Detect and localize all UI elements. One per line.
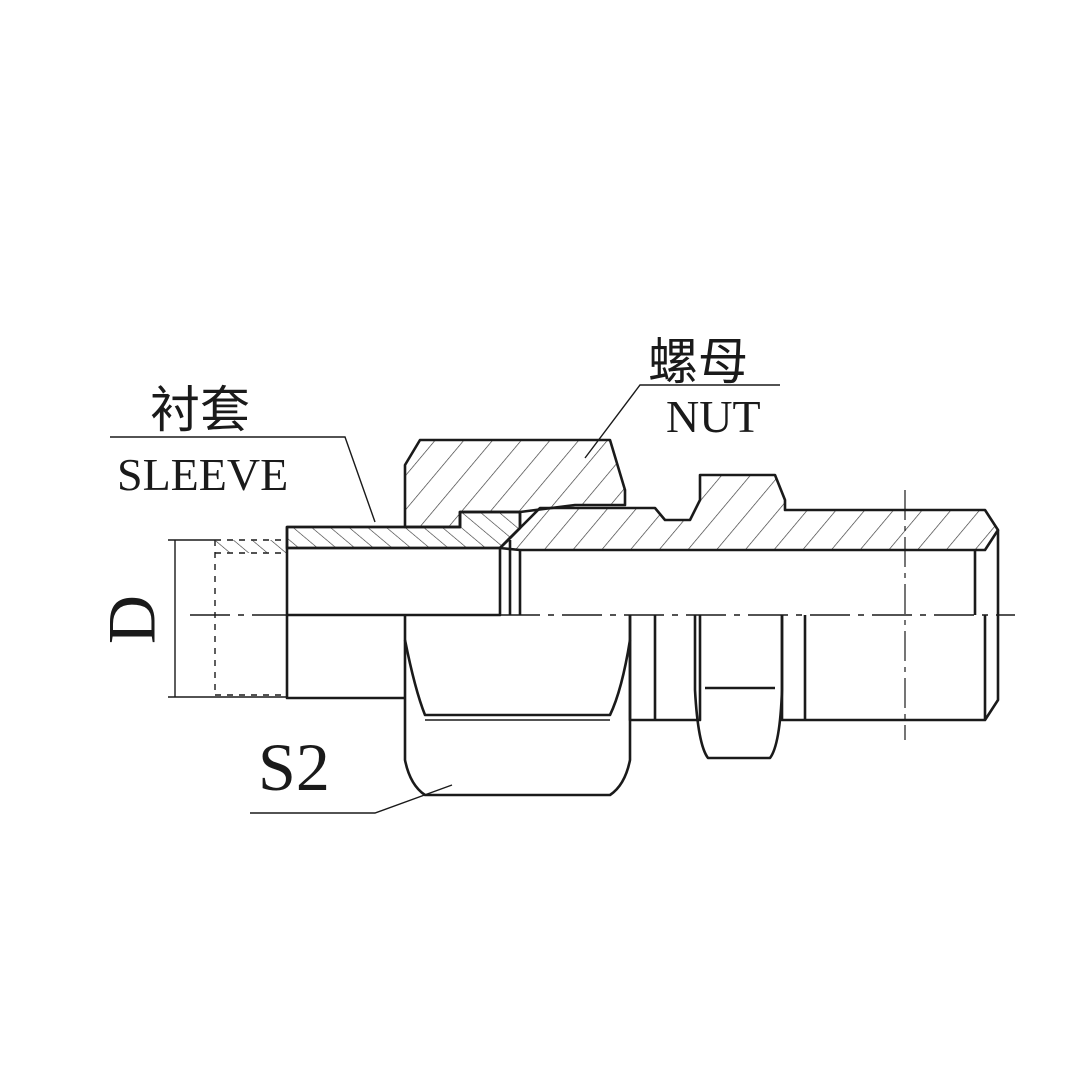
nut-label-en: NUT (666, 391, 761, 442)
nut-leader (584, 384, 780, 459)
s2-leader (250, 784, 453, 814)
nut-hex-lower (403, 615, 632, 797)
dimension-d-label: D (93, 594, 170, 645)
nut-label-cn: 螺母 (648, 333, 748, 391)
body-lower (628, 615, 702, 722)
nut-upper (403, 438, 627, 529)
sleeve-label-cn: 衬套 (150, 381, 250, 439)
tube (214, 539, 287, 696)
dimension-s2-label: S2 (258, 729, 330, 805)
sleeve-label-en: SLEEVE (117, 449, 289, 500)
dimension-d-line (168, 539, 287, 698)
sleeve-leader (110, 436, 376, 523)
body-hex-lower (693, 615, 784, 760)
body-upper (498, 473, 1000, 552)
